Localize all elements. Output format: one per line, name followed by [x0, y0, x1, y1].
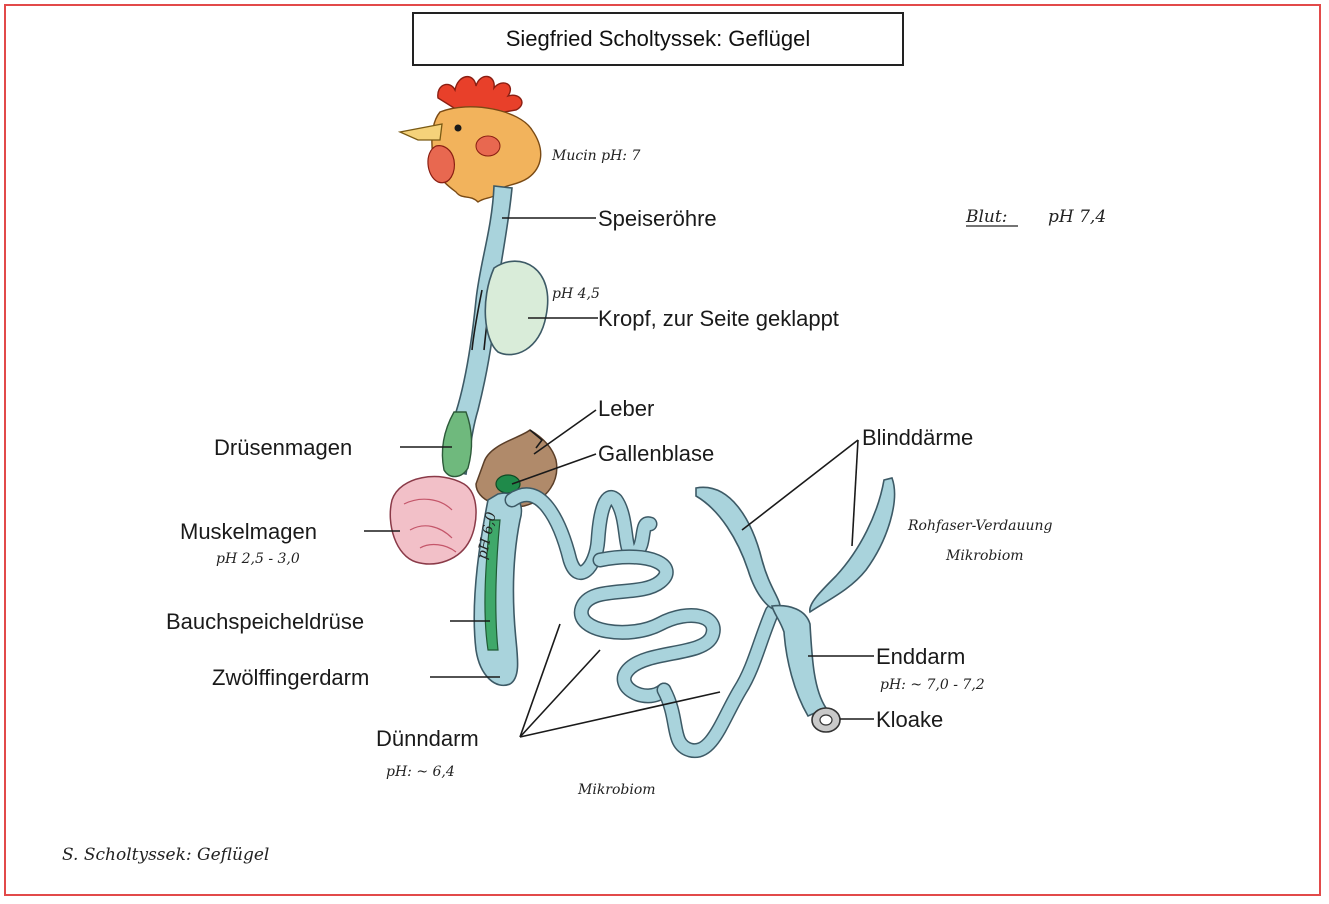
label-blinddaerme: Blinddärme	[862, 425, 973, 450]
note-kropf-ph: pH 4,5	[552, 286, 600, 302]
rectum	[772, 606, 826, 716]
cheek	[476, 136, 500, 156]
label-zwoelffingerdarm: Zwölffingerdarm	[212, 665, 369, 690]
beak	[400, 124, 442, 140]
note-blut-value: pH 7,4	[1048, 207, 1106, 227]
label-gallenblase: Gallenblase	[598, 441, 714, 466]
eye	[455, 125, 462, 132]
chicken-head	[400, 76, 541, 202]
wattle	[428, 146, 454, 183]
note-rohfaser: Rohfaser-Verdauung	[907, 518, 1053, 534]
label-duenndarm: Dünndarm	[376, 726, 479, 751]
label-bauchspeicheldruese: Bauchspeicheldrüse	[166, 609, 364, 634]
note-duenndarm-ph: pH: ~ 6,4	[386, 764, 455, 780]
note-blut-label: Blut:	[965, 207, 1007, 227]
signature: S. Scholtyssek: Geflügel	[62, 845, 269, 865]
label-speiseroehre: Speiseröhre	[598, 206, 717, 231]
proventriculus	[442, 412, 471, 477]
label-druesenmagen: Drüsenmagen	[214, 435, 352, 460]
gizzard	[390, 477, 476, 564]
label-kropf: Kropf, zur Seite geklappt	[598, 306, 839, 331]
note-mikrobiom-right: Mikrobiom	[945, 548, 1024, 564]
label-muskelmagen: Muskelmagen	[180, 519, 317, 544]
label-leber: Leber	[598, 396, 654, 421]
label-kloake: Kloake	[876, 707, 943, 732]
crop	[485, 261, 547, 354]
left-cecum	[696, 487, 780, 610]
note-mucin: Mucin pH: 7	[551, 148, 640, 164]
note-mikrobiom-bottom: Mikrobiom	[577, 782, 656, 798]
note-muskelmagen-ph: pH 2,5 - 3,0	[216, 551, 300, 567]
label-enddarm: Enddarm	[876, 644, 965, 669]
note-enddarm-ph: pH: ~ 7,0 - 7,2	[880, 677, 985, 693]
